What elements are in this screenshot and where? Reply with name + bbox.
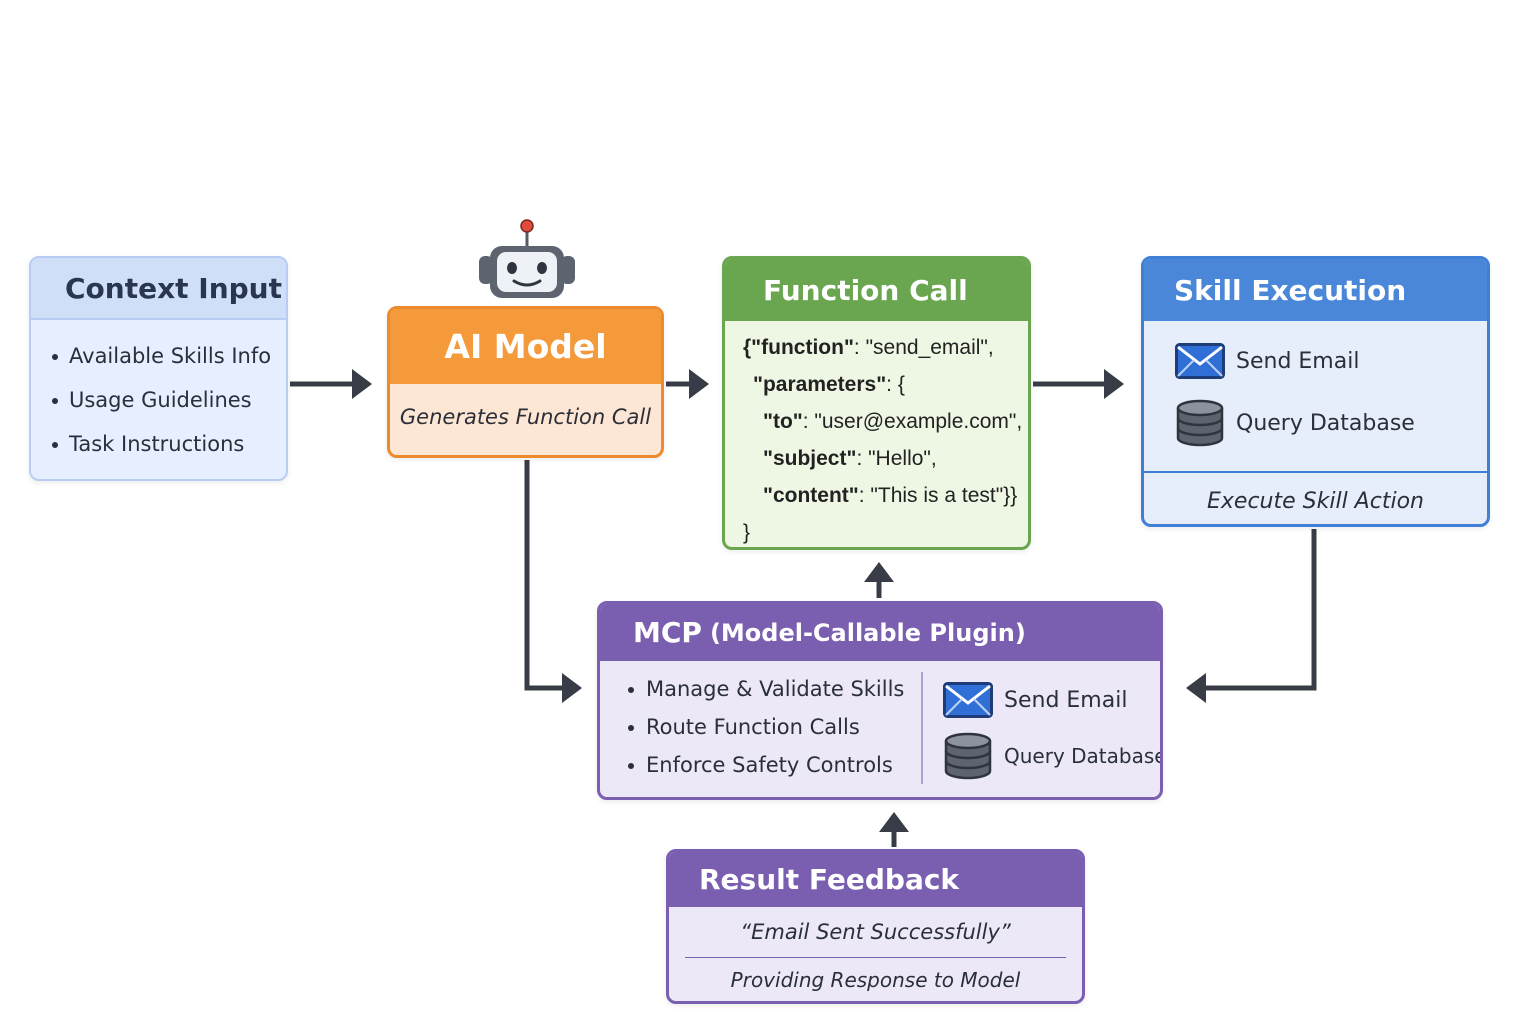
skill-query-database: Query Database: [1174, 399, 1415, 447]
result-feedback-separator: [685, 957, 1066, 958]
code-line: {"function": "send_email",: [743, 336, 994, 359]
envelope-icon: [1174, 343, 1226, 379]
list-item: Usage Guidelines: [52, 378, 286, 422]
skill-label: Send Email: [1004, 687, 1128, 713]
skill-label: Query Database: [1004, 744, 1163, 768]
result-feedback-note: Providing Response to Model: [730, 968, 1021, 992]
mcp-skill-query-database: Query Database: [942, 732, 1163, 780]
mcp-divider: [921, 672, 923, 784]
code-line: "subject": "Hello",: [763, 447, 937, 470]
skill-send-email: Send Email: [1174, 343, 1359, 379]
skill-label: Query Database: [1236, 410, 1415, 436]
database-icon: [1174, 399, 1226, 447]
function-call-code: {"function": "send_email", "parameters":…: [725, 321, 1028, 547]
mcp-title-detail: (Model-Callable Plugin): [709, 618, 1026, 647]
ai-model-title: AI Model: [390, 309, 661, 384]
arrow-skill-to-mcp: [1186, 529, 1317, 703]
ai-model-subtitle: Generates Function Call: [399, 405, 652, 429]
list-item: Available Skills Info: [52, 334, 286, 378]
list-item: Manage & Validate Skills: [627, 670, 904, 708]
envelope-icon: [942, 682, 994, 718]
arrow-ai-to-mcp: [524, 460, 582, 703]
code-line: "parameters": {: [753, 373, 905, 396]
mcp-title-main: MCP: [633, 616, 702, 649]
result-feedback-panel: Result Feedback “Email Sent Successfully…: [666, 849, 1085, 1004]
skill-execution-footer: Execute Skill Action: [1144, 471, 1487, 524]
skill-label: Send Email: [1236, 348, 1360, 374]
code-line: "content": "This is a test"}}: [763, 484, 1018, 507]
list-item: Enforce Safety Controls: [627, 746, 904, 784]
result-feedback-quote: “Email Sent Successfully”: [740, 920, 1011, 944]
function-call-title: Function Call: [725, 259, 1028, 321]
code-line: "to": "user@example.com",: [763, 410, 1023, 433]
mcp-title: MCP (Model-Callable Plugin): [600, 604, 1160, 661]
mcp-responsibility-list: Manage & Validate Skills Route Function …: [624, 670, 904, 784]
database-icon: [942, 732, 994, 780]
skill-execution-title: Skill Execution: [1144, 259, 1487, 321]
result-feedback-title: Result Feedback: [669, 852, 1082, 907]
context-input-list: Available Skills Info Usage Guidelines T…: [31, 334, 286, 466]
mcp-skill-send-email: Send Email: [942, 682, 1127, 718]
skill-execution-panel: Skill Execution Send Email Query Databas…: [1141, 256, 1490, 527]
list-item: Route Function Calls: [627, 708, 904, 746]
function-call-panel: Function Call {"function": "send_email",…: [722, 256, 1031, 550]
mcp-panel: MCP (Model-Callable Plugin) Manage & Val…: [597, 601, 1163, 800]
code-line: }: [743, 521, 751, 544]
context-input-title: Context Input: [31, 258, 286, 320]
ai-model-panel: AI Model Generates Function Call: [387, 306, 664, 458]
context-input-panel: Context Input Available Skills Info Usag…: [29, 256, 288, 481]
list-item: Task Instructions: [52, 422, 286, 466]
